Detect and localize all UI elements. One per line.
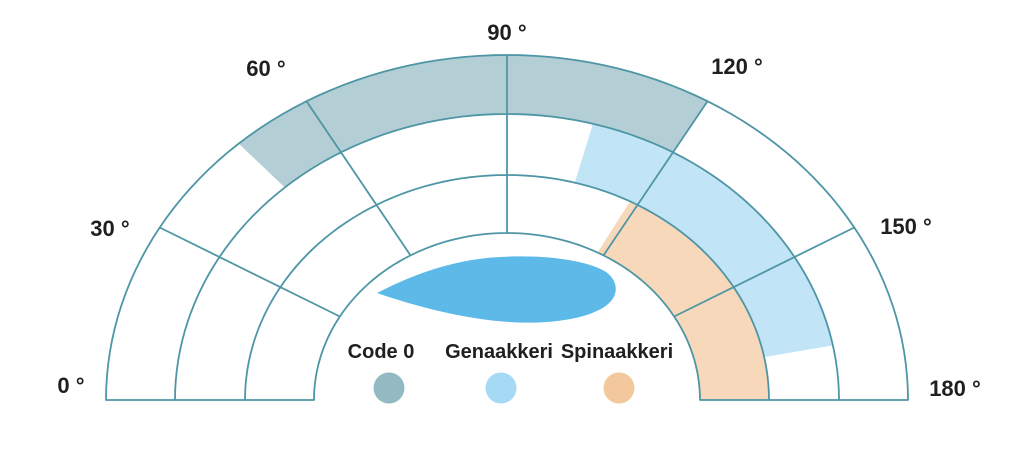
angle-label-0: 0 ° <box>57 373 84 398</box>
angle-label-30: 30 ° <box>90 216 129 241</box>
polar-grid-lines <box>105 54 909 401</box>
legend-item-genaakkeri[interactable]: Genaakkeri <box>445 341 553 404</box>
angle-label-60: 60 ° <box>246 56 285 81</box>
region-genaakkeri[interactable] <box>574 123 833 358</box>
legend-label-code-0: Code 0 <box>348 341 415 363</box>
angle-label-90: 90 ° <box>487 20 526 45</box>
polar-grid <box>105 54 909 401</box>
legend-item-spinaakkeri[interactable]: Spinaakkeri <box>561 341 673 404</box>
legend-swatch-code-0[interactable] <box>373 372 405 404</box>
region-code-0[interactable] <box>238 55 708 188</box>
angle-tick-labels: 0 ° 30 ° 60 ° 90 ° 120 ° 150 ° 180 ° <box>57 20 980 401</box>
legend-label-genaakkeri: Genaakkeri <box>445 341 553 363</box>
angle-label-180: 180 ° <box>929 376 981 401</box>
legend-swatch-spinaakkeri[interactable] <box>603 372 635 404</box>
boat-icon <box>377 256 616 323</box>
legend-swatch-genaakkeri[interactable] <box>485 372 517 404</box>
legend-item-code-0[interactable]: Code 0 <box>348 341 415 404</box>
legend-label-spinaakkeri: Spinaakkeri <box>561 341 673 363</box>
angle-label-120: 120 ° <box>711 54 763 79</box>
region-spinaakkeri[interactable] <box>597 201 769 400</box>
angle-label-150: 150 ° <box>880 214 932 239</box>
legend: Code 0 Genaakkeri Spinaakkeri <box>348 341 673 404</box>
sail-range-regions <box>238 55 833 400</box>
